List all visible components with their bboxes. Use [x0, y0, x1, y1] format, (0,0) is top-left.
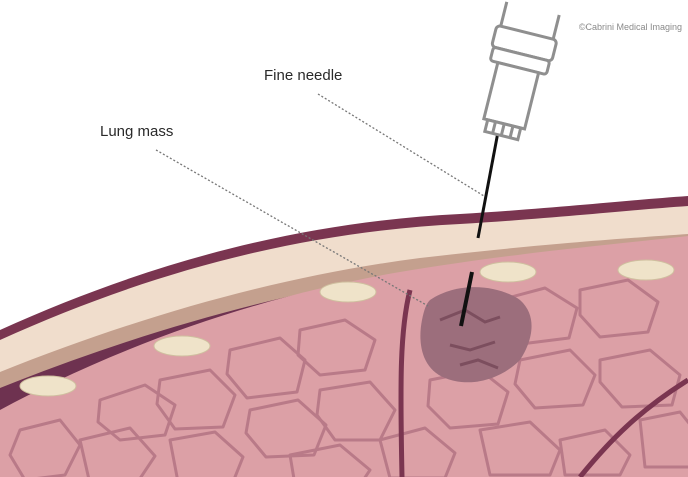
- copyright-credit: ©Cabrini Medical Imaging: [579, 22, 682, 32]
- vessel-1: [20, 376, 76, 396]
- vessel-2: [154, 336, 210, 356]
- vessel-5: [618, 260, 674, 280]
- lung-mass-label: Lung mass: [100, 123, 173, 140]
- vessel-3: [320, 282, 376, 302]
- fine-needle-leader: [318, 94, 484, 196]
- syringe: [471, 1, 563, 143]
- fine-needle-label: Fine needle: [264, 67, 342, 84]
- vessel-4: [480, 262, 536, 282]
